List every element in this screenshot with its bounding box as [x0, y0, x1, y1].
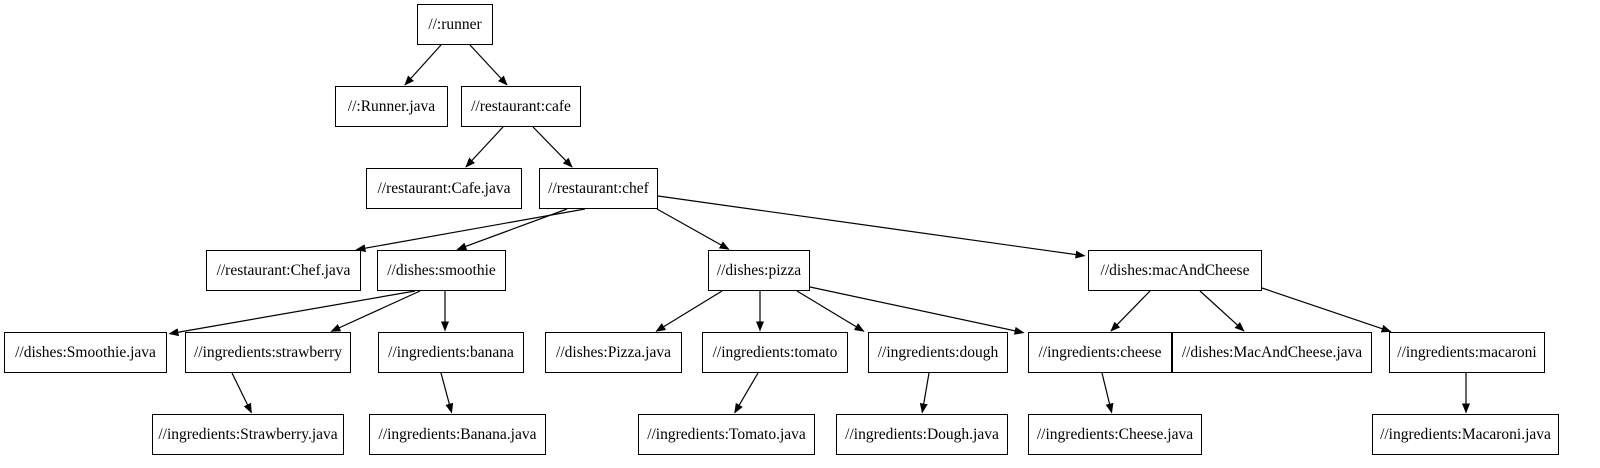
- graph-node-banana_java[interactable]: //ingredients:Banana.java: [369, 414, 546, 455]
- graph-node-label: //ingredients:macaroni: [1397, 343, 1537, 361]
- graph-node-label: //dishes:macAndCheese: [1100, 261, 1250, 279]
- graph-node-label: //:Runner.java: [347, 97, 436, 115]
- graph-node-label: //dishes:pizza: [716, 261, 802, 279]
- graph-node-dishes_mac[interactable]: //dishes:macAndCheese: [1088, 250, 1262, 291]
- graph-node-restaurant_chef[interactable]: //restaurant:chef: [539, 168, 658, 209]
- graph-node-ing_macaroni[interactable]: //ingredients:macaroni: [1389, 332, 1545, 373]
- graph-node-mac_java[interactable]: //dishes:MacAndCheese.java: [1172, 332, 1372, 373]
- graph-node-label: //dishes:Smoothie.java: [15, 343, 156, 361]
- graph-node-ing_dough[interactable]: //ingredients:dough: [868, 332, 1008, 373]
- graph-node-ing_banana[interactable]: //ingredients:banana: [378, 332, 524, 373]
- graph-node-label: //restaurant:Chef.java: [216, 261, 351, 279]
- graph-node-macaroni_java[interactable]: //ingredients:Macaroni.java: [1372, 414, 1559, 455]
- graph-node-label: //dishes:smoothie: [387, 261, 496, 279]
- graph-node-ing_strawberry[interactable]: //ingredients:strawberry: [185, 332, 351, 373]
- graph-node-restaurant_cafe[interactable]: //restaurant:cafe: [461, 86, 581, 127]
- graph-node-label: //ingredients:Cheese.java: [1036, 425, 1194, 443]
- graph-node-label: //:runner: [428, 15, 482, 33]
- graph-node-strawberry_java[interactable]: //ingredients:Strawberry.java: [152, 414, 344, 455]
- graph-node-label: //ingredients:tomato: [712, 343, 838, 361]
- graph-node-runner[interactable]: //:runner: [417, 4, 493, 45]
- graph-node-tomato_java[interactable]: //ingredients:Tomato.java: [638, 414, 815, 455]
- graph-node-chef_java[interactable]: //restaurant:Chef.java: [206, 250, 361, 291]
- graph-node-label: //restaurant:Cafe.java: [377, 179, 511, 197]
- graph-node-label: //dishes:MacAndCheese.java: [1181, 343, 1363, 361]
- graph-node-ing_tomato[interactable]: //ingredients:tomato: [702, 332, 848, 373]
- graph-node-label: //ingredients:strawberry: [193, 343, 343, 361]
- graph-node-label: //ingredients:dough: [877, 343, 999, 361]
- graph-node-label: //ingredients:cheese: [1038, 343, 1162, 361]
- graph-node-label: //ingredients:Strawberry.java: [158, 425, 338, 443]
- graph-node-dishes_smoothie[interactable]: //dishes:smoothie: [377, 250, 506, 291]
- graph-node-dishes_pizza[interactable]: //dishes:pizza: [708, 250, 810, 291]
- graph-node-runner_java[interactable]: //:Runner.java: [335, 86, 448, 127]
- graph-node-ing_cheese[interactable]: //ingredients:cheese: [1028, 332, 1172, 373]
- graph-node-label: //dishes:Pizza.java: [556, 343, 671, 361]
- graph-node-cheese_java[interactable]: //ingredients:Cheese.java: [1028, 414, 1202, 455]
- graph-node-label: //ingredients:banana: [388, 343, 514, 361]
- graph-node-label: //restaurant:chef: [548, 179, 649, 197]
- graph-node-label: //ingredients:Macaroni.java: [1380, 425, 1551, 443]
- graph-node-label: //ingredients:Dough.java: [845, 425, 999, 443]
- graph-node-smoothie_java[interactable]: //dishes:Smoothie.java: [4, 332, 167, 373]
- graph-node-label: //restaurant:cafe: [471, 97, 571, 115]
- graph-node-cafe_java[interactable]: //restaurant:Cafe.java: [366, 168, 522, 209]
- graph-node-dough_java[interactable]: //ingredients:Dough.java: [836, 414, 1008, 455]
- graph-node-pizza_java[interactable]: //dishes:Pizza.java: [545, 332, 682, 373]
- graph-node-label: //ingredients:Tomato.java: [647, 425, 806, 443]
- graph-node-label: //ingredients:Banana.java: [378, 425, 537, 443]
